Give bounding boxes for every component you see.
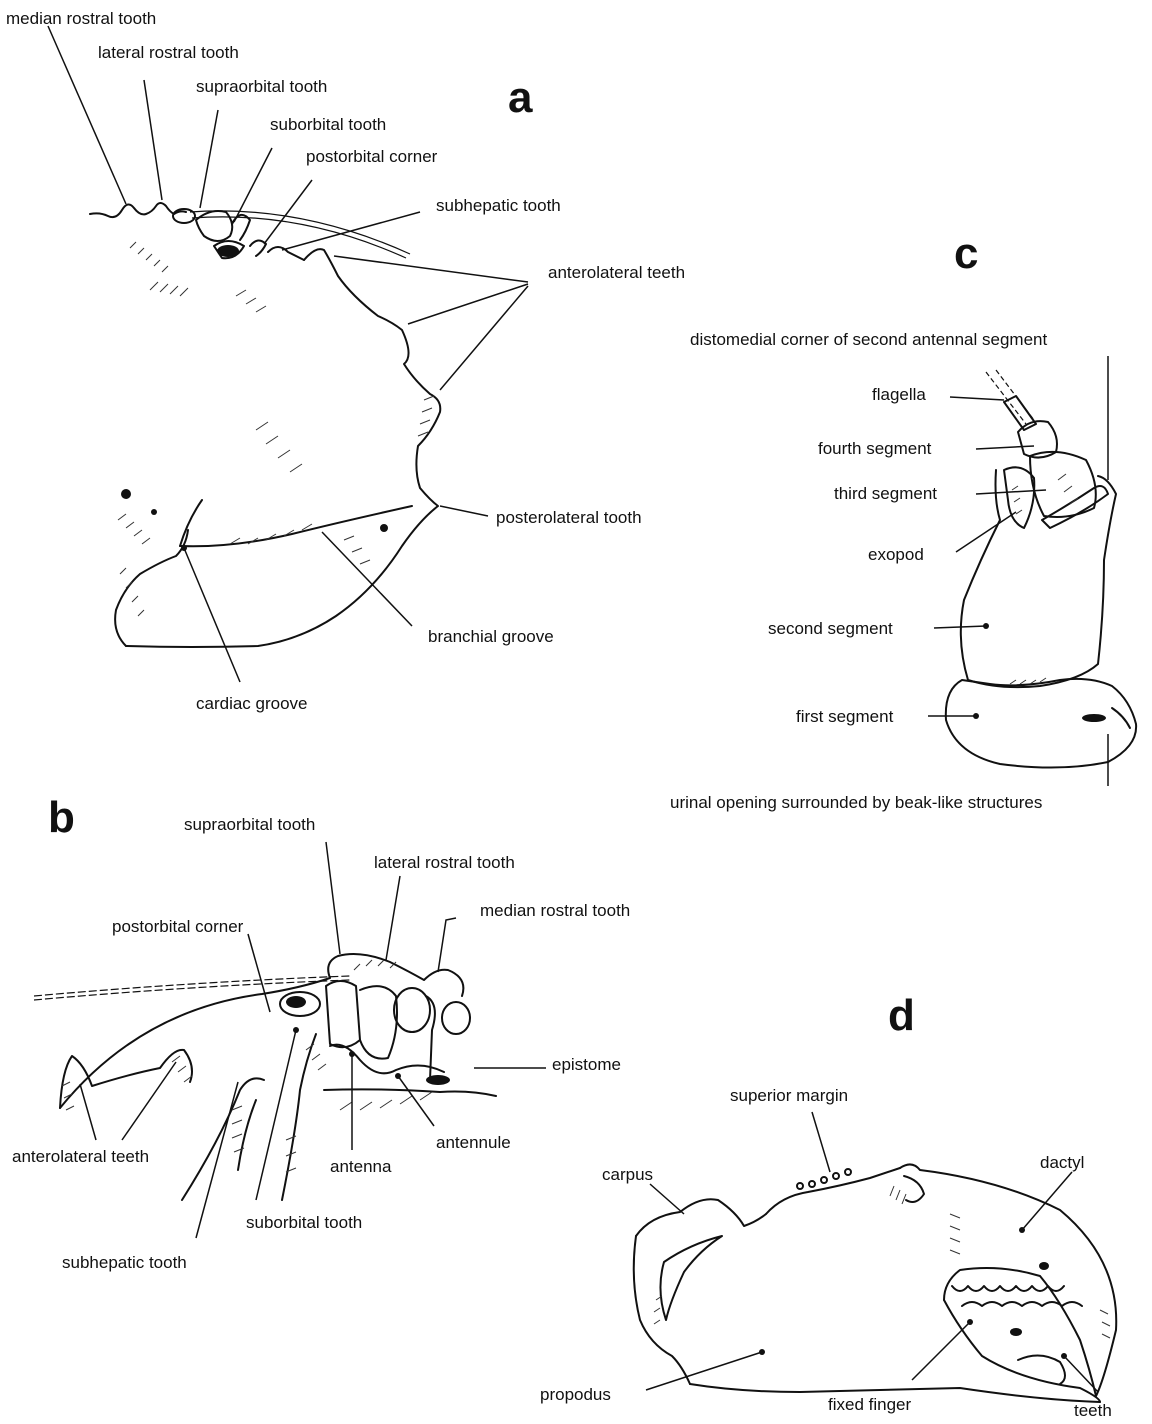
label-superior-margin-d: superior margin <box>730 1086 848 1105</box>
label-postorbital-corner-a: postorbital corner <box>306 147 438 166</box>
label-cardiac-groove-a: cardiac groove <box>196 694 308 713</box>
panel-c-letter: c <box>954 229 978 278</box>
label-carpus-d: carpus <box>602 1165 653 1184</box>
label-flagella-c: flagella <box>872 385 926 404</box>
label-teeth-d: teeth <box>1074 1401 1112 1420</box>
label-postorbital-corner-b: postorbital corner <box>112 917 244 936</box>
label-third-segment-c: third segment <box>834 484 937 503</box>
label-supraorbital-tooth-b: supraorbital tooth <box>184 815 315 834</box>
label-lateral-rostral-tooth-b: lateral rostral tooth <box>374 853 515 872</box>
label-anterolateral-teeth-a: anterolateral teeth <box>548 263 685 282</box>
label-anterolateral-teeth-b: anterolateral teeth <box>12 1147 149 1166</box>
label-median-rostral-tooth-b: median rostral tooth <box>480 901 630 920</box>
label-lateral-rostral-tooth-a: lateral rostral tooth <box>98 43 239 62</box>
label-exopod-c: exopod <box>868 545 924 564</box>
label-first-segment-c: first segment <box>796 707 894 726</box>
label-suborbital-tooth-b: suborbital tooth <box>246 1213 362 1232</box>
label-posterolateral-tooth-a: posterolateral tooth <box>496 508 642 527</box>
label-subhepatic-tooth-a: subhepatic tooth <box>436 196 561 215</box>
label-antenna-b: antenna <box>330 1157 392 1176</box>
label-propodus-d: propodus <box>540 1385 611 1404</box>
label-median-rostral-tooth-a: median rostral tooth <box>6 9 156 28</box>
panel-b: b <box>12 793 630 1272</box>
panel-a: a <box>6 9 685 713</box>
panel-d-claw-drawing <box>634 1164 1117 1402</box>
label-fourth-segment-c: fourth segment <box>818 439 932 458</box>
label-antennule-b: antennule <box>436 1133 511 1152</box>
label-supraorbital-tooth-a: supraorbital tooth <box>196 77 327 96</box>
label-suborbital-tooth-a: suborbital tooth <box>270 115 386 134</box>
label-second-segment-c: second segment <box>768 619 893 638</box>
label-branchial-groove-a: branchial groove <box>428 627 554 646</box>
label-fixed-finger-d: fixed finger <box>828 1395 911 1414</box>
label-urinal-opening-c: urinal opening surrounded by beak-like s… <box>670 793 1042 812</box>
panel-c: c <box>670 229 1136 812</box>
panel-d: d <box>540 991 1116 1420</box>
label-distomedial-corner-c: distomedial corner of second antennal se… <box>690 330 1047 349</box>
label-dactyl-d: dactyl <box>1040 1153 1084 1172</box>
label-epistome-b: epistome <box>552 1055 621 1074</box>
panel-a-letter: a <box>508 73 533 122</box>
panel-d-leader-lines <box>646 1112 1098 1392</box>
panel-d-letter: d <box>888 991 915 1040</box>
panel-b-letter: b <box>48 793 75 842</box>
label-subhepatic-tooth-b: subhepatic tooth <box>62 1253 187 1272</box>
panel-a-carapace-drawing <box>90 203 440 647</box>
